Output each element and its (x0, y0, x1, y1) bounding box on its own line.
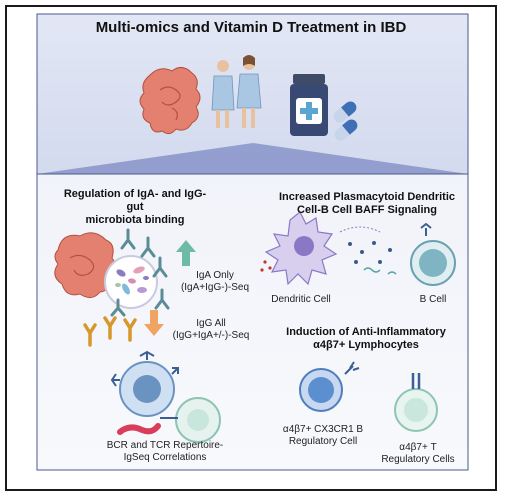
t-cell-icon (394, 373, 438, 432)
label-line: IgSeq Correlations (123, 451, 207, 463)
signal-molecules (260, 226, 397, 275)
section-heading-iga-igg: Regulation of IgA- and IgG-gut microbiot… (60, 188, 210, 227)
label-line: α4β7+ CX3CR1 B (282, 424, 364, 435)
label-line: Regulatory Cells (381, 453, 455, 465)
heading-line: Cell-B Cell BAFF Signaling (297, 203, 437, 216)
label-line: α4β7+ T (399, 442, 437, 453)
iga-label: IgA Only (IgA+IgG-)-Seq (172, 270, 258, 294)
medicine-bottle-icon (290, 74, 328, 136)
intestine-icon (139, 67, 201, 135)
heading-line: Induction of Anti-Inflammatory (286, 326, 446, 338)
pathogen-icon (117, 423, 161, 435)
treg-label: α4β7+ T Regulatory Cells (378, 442, 458, 466)
repertoire-label: BCR and TCR Repertoire- IgSeq Correlatio… (95, 440, 235, 464)
heading-line: microbiota binding (85, 213, 185, 226)
antibody-icon (83, 316, 137, 347)
igg-label: IgG All (IgG+IgA+/-)-Seq (168, 318, 254, 342)
dendritic-cell-icon (264, 211, 338, 286)
b-cell-icon (299, 361, 360, 412)
page-title: Multi-omics and Vitamin D Treatment in I… (95, 19, 407, 36)
bacteria-icon (104, 255, 158, 309)
b-cell-label: B Cell (419, 294, 447, 305)
label-line: IgG All (196, 318, 226, 329)
arrow-down-icon (144, 310, 164, 336)
arrow-up-icon (176, 240, 196, 266)
label-line: IgA Only (196, 270, 234, 281)
label-line: (IgG+IgA+/-)-Seq (172, 329, 250, 341)
label-line: BCR and TCR Repertoire- (106, 440, 224, 451)
b-cell-icon (410, 222, 456, 286)
funnel-shape (37, 143, 468, 174)
t-cell-icon (175, 397, 221, 443)
dendritic-cell-label: Dendritic Cell (271, 294, 331, 305)
section-heading-a4b7: Induction of Anti-Inflammatory α4β7+ Lym… (278, 326, 454, 352)
antibody-icon (110, 228, 170, 317)
label-line: Regulatory Cell (288, 435, 358, 447)
patient-icon (211, 55, 262, 128)
section-heading-baff: Increased Plasmacytoid Dendritic Cell-B … (272, 191, 462, 217)
heading-line: Regulation of IgA- and IgG-gut (63, 188, 207, 213)
label-line: (IgA+IgG-)-Seq (180, 281, 250, 293)
heading-line: Increased Plasmacytoid Dendritic (278, 191, 456, 203)
b-cell-icon (110, 350, 179, 417)
heading-line: α4β7+ Lymphocytes (313, 338, 419, 351)
breg-label: α4β7+ CX3CR1 B Regulatory Cell (278, 424, 368, 448)
capsule-icon (333, 101, 358, 141)
